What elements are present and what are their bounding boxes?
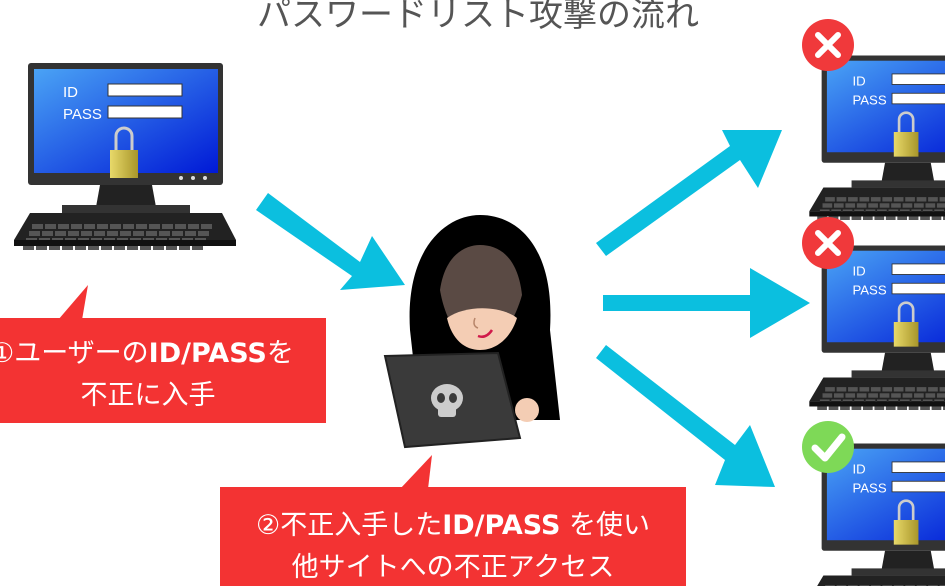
arrow-to-attacker [256, 193, 405, 290]
callout-1: ①ユーザーのID/PASSを 不正に入手 [0, 285, 326, 423]
screen-pass-field [107, 105, 183, 119]
check-icon [802, 421, 854, 473]
source-computer: ID PASS [14, 63, 236, 250]
screen-id-label: ID [852, 461, 865, 476]
screen-id-field [891, 263, 945, 275]
hacker-illustration [383, 215, 560, 449]
screen-id-field [891, 461, 945, 473]
callout-2-line-1: ②不正入手したID/PASS を使い [256, 510, 650, 541]
target-site-computer-1: ID PASS [809, 55, 945, 220]
x-icon [802, 19, 854, 71]
screen-pass-field [891, 92, 945, 105]
padlock-icon [893, 111, 919, 157]
diagram-title: パスワードリスト攻撃の流れ [257, 0, 699, 35]
screen-id-label: ID [852, 263, 865, 278]
callout-1-line-2: 不正に入手 [81, 380, 216, 411]
skull-icon [431, 384, 463, 417]
arrow-to-site-1 [596, 130, 782, 256]
arrow-to-site-2 [603, 268, 810, 338]
target-site-computer-2: ID PASS [809, 245, 945, 410]
screen-id-field [891, 73, 945, 85]
screen-pass-field [891, 480, 945, 493]
screen-pass-label: PASS [852, 283, 886, 298]
x-icon [802, 217, 854, 269]
padlock-icon [110, 126, 138, 178]
screen-pass-label: PASS [852, 93, 886, 108]
callout-1-line-1: ①ユーザーのID/PASSを [0, 338, 294, 369]
screen-id-field [107, 83, 183, 97]
screen-id-label: ID [852, 73, 865, 88]
arrows [256, 130, 810, 487]
screen-pass-label: PASS [63, 106, 102, 123]
arrow-to-site-3 [596, 345, 775, 487]
padlock-icon [893, 301, 919, 347]
screen-id-label: ID [63, 84, 78, 101]
screen-pass-field [891, 282, 945, 295]
target-site-computer-3: ID PASS [817, 443, 945, 586]
callout-2-line-2: 他サイトへの不正アクセス [292, 552, 615, 583]
screen-pass-label: PASS [852, 481, 886, 496]
callout-2: ②不正入手したID/PASS を使い 他サイトへの不正アクセス [220, 455, 686, 586]
padlock-icon [893, 499, 919, 545]
